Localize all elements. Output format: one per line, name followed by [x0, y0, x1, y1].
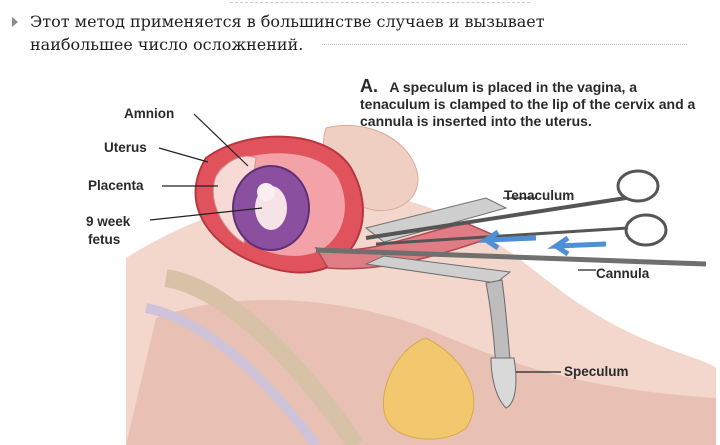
label-uterus: Uterus	[104, 140, 147, 155]
tenaculum-rod	[365, 196, 627, 240]
tenaculum-ring-2	[624, 213, 668, 247]
label-placenta: Placenta	[88, 178, 144, 193]
label-speculum: Speculum	[564, 364, 629, 379]
bullet-text: Этот метод применяется в большинстве слу…	[30, 12, 545, 54]
flow-arrow-2	[547, 235, 607, 257]
abortion-procedure-figure: A. A speculum is placed in the vagina, a…	[66, 58, 716, 445]
label-fetus-line1: 9 week	[86, 214, 131, 229]
label-tenaculum: Tenaculum	[504, 188, 575, 203]
speculum-blade	[490, 357, 517, 409]
flow-arrow-1	[477, 229, 537, 251]
caption-letter: A.	[360, 76, 378, 96]
leader-amnion	[193, 113, 249, 167]
cannula-tube	[315, 247, 707, 267]
divider-line	[322, 44, 687, 45]
tenaculum-lower-rod	[375, 226, 629, 246]
tenaculum-ring-1	[616, 169, 660, 203]
label-cannula: Cannula	[596, 266, 650, 281]
speculum-lower	[364, 255, 512, 284]
bowel	[382, 337, 475, 440]
bullet-triangle-icon	[12, 17, 18, 27]
top-rule	[230, 2, 530, 3]
leader-fetus	[149, 207, 263, 221]
label-amnion: Amnion	[124, 106, 175, 121]
label-fetus-line2: fetus	[88, 232, 121, 247]
pelvic-band-1	[164, 269, 364, 445]
pelvic-band-2	[144, 303, 321, 445]
anatomy-illustration	[126, 113, 716, 445]
figure-caption: A. A speculum is placed in the vagina, a…	[360, 76, 710, 130]
fetus-head	[257, 183, 275, 201]
leader-uterus	[158, 147, 209, 163]
caption-text: A speculum is placed in the vagina, a te…	[360, 79, 696, 129]
